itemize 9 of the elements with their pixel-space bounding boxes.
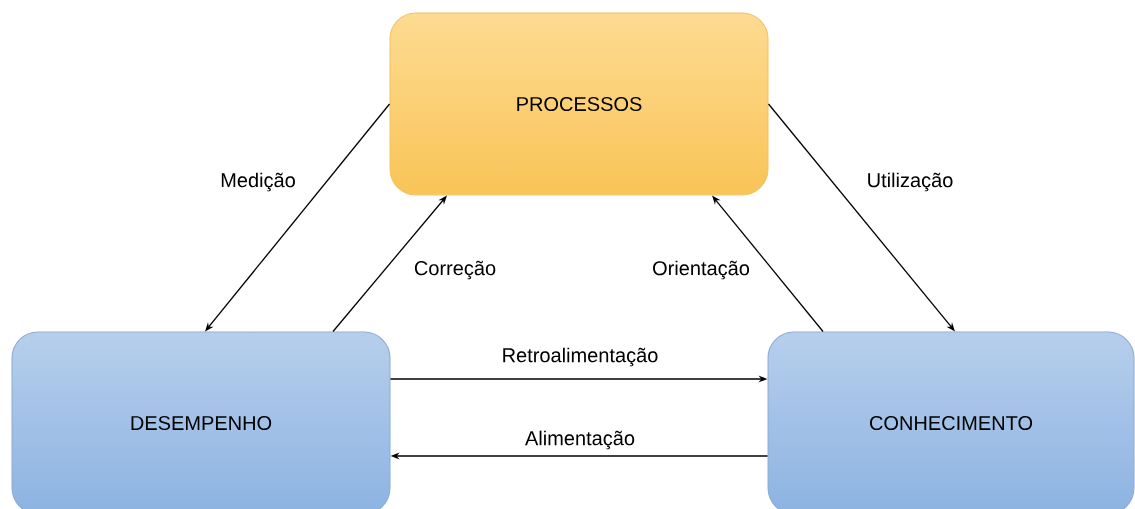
process-box: PROCESSOS <box>389 12 769 196</box>
edge-label: Medição <box>218 170 298 194</box>
edge-label: Orientação <box>650 258 752 282</box>
edge-label: Correção <box>411 258 499 282</box>
edge-label: Retroalimentação <box>499 345 661 369</box>
edge-label: Utilização <box>864 170 956 194</box>
process-box: DESEMPENHO <box>11 331 391 509</box>
edge-label: Alimentação <box>523 428 638 452</box>
process-box: CONHECIMENTO <box>767 331 1135 509</box>
